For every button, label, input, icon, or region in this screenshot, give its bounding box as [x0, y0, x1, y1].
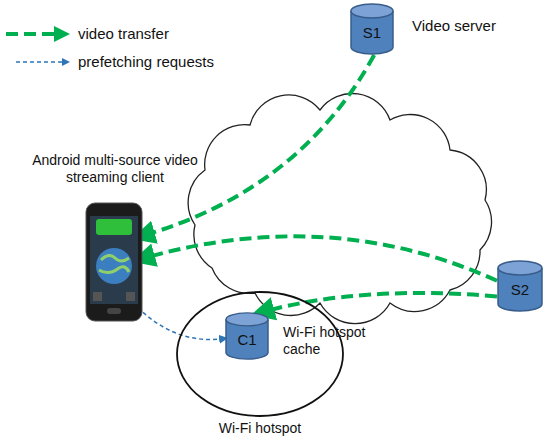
video-transfer-arrow — [143, 236, 497, 280]
hotspot-node: Wi-Fi hotspotC1Wi-Fi hotspot cache — [175, 290, 345, 442]
hotspot-label: Wi-Fi hotspot — [175, 420, 345, 437]
node-label: S2 — [497, 281, 543, 299]
legend-label: video transfer — [78, 25, 169, 43]
server-label: Video server — [412, 17, 496, 35]
prefetch-arrow — [143, 312, 225, 339]
phone-illustration — [85, 202, 143, 322]
client-label: Android multi-source video streaming cli… — [20, 152, 210, 186]
video-transfer-arrow — [143, 55, 374, 236]
client-node: Android multi-source video streaming cli… — [20, 150, 210, 328]
legend-label: prefetching requests — [78, 53, 214, 71]
node-shape — [85, 202, 143, 322]
node-label: C1 — [225, 331, 269, 349]
legend-prefetch-sample — [16, 58, 70, 66]
cache-label: Wi-Fi hotspot cache — [283, 324, 383, 358]
server-node: S2 — [497, 260, 545, 314]
network-cloud — [188, 94, 491, 324]
server-node: S1 Video server — [350, 3, 540, 58]
cache-node: C1 Wi-Fi hotspot cache — [225, 312, 405, 372]
legend-video-sample — [6, 26, 70, 42]
node-label: S1 — [350, 24, 394, 42]
video-transfer-arrow — [262, 293, 497, 312]
